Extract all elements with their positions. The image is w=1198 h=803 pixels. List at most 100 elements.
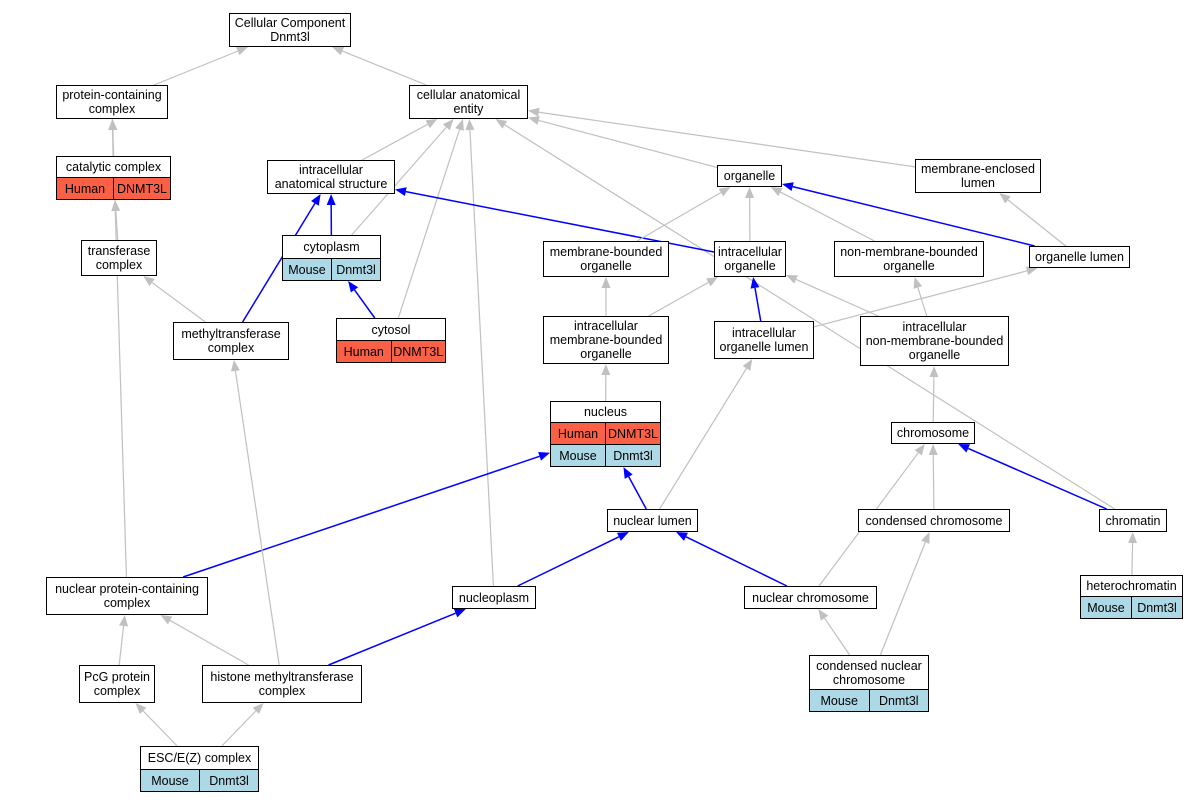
edge-arrowhead — [495, 119, 508, 129]
term-label-line: organelle — [580, 347, 632, 361]
species-cell: Human — [64, 181, 106, 196]
term-label-line: non-membrane-bounded — [840, 245, 978, 259]
edge-transferase-complex-to-catalytic-complex — [111, 200, 121, 241]
edge-condensed-nuclear-chromosome-to-condensed-chromosome — [879, 532, 930, 656]
edge-arrowhead — [914, 444, 925, 456]
edge-arrowhead — [913, 277, 923, 289]
term-node-chromatin[interactable]: chromatin — [1099, 509, 1167, 532]
edge-arrowhead — [718, 187, 731, 197]
edge-arrowhead — [999, 193, 1011, 204]
term-label-line: organelle — [580, 259, 632, 273]
edge-line — [153, 50, 238, 86]
term-label-line: entity — [453, 102, 484, 116]
term-label-line: nuclear protein-containing — [55, 582, 199, 596]
term-node-nucleoplasm[interactable]: nucleoplasm — [452, 586, 536, 609]
edge-arrowhead — [143, 276, 155, 287]
term-label-line: membrane-bounded — [549, 333, 663, 347]
term-node-chromosome[interactable]: chromosome — [891, 422, 975, 444]
term-label-line: condensed nuclear — [816, 658, 922, 673]
term-label: cytoplasm — [283, 236, 380, 258]
edge-arrowhead — [425, 119, 438, 129]
term-node-nuclear-lumen[interactable]: nuclear lumen — [607, 509, 698, 532]
edge-condensed-nuclear-chromosome-to-nuclear-chromosome — [818, 609, 851, 656]
gene-cell: Dnmt3l — [868, 690, 929, 711]
edge-nuclear-lumen-to-nucleus — [623, 467, 647, 510]
edge-line — [241, 203, 316, 323]
term-label-line: chromosome — [832, 672, 906, 687]
edge-line — [182, 455, 540, 578]
edge-heterochromatin-to-chromatin — [1128, 532, 1138, 576]
term-node-nuclear-chromosome[interactable]: nuclear chromosome — [744, 586, 877, 609]
edge-arrowhead — [1025, 266, 1038, 276]
term-node-condensed-chromosome[interactable]: condensed chromosome — [858, 509, 1010, 532]
edge-cytosol-to-cellular-anatomical-entity — [397, 119, 464, 319]
term-label-line: organelle — [883, 259, 935, 273]
term-label-line: complex — [258, 684, 306, 698]
term-label-line: nucleoplasm — [458, 590, 530, 605]
edge-arrowhead — [538, 452, 550, 461]
term-label-line: histone methyltransferase — [210, 670, 354, 684]
edge-intracellular-membrane-bounded-organelle-to-membrane-bounded-organelle — [601, 277, 611, 316]
edge-arrowhead — [745, 187, 755, 199]
edge-arrowhead — [742, 359, 753, 371]
term-label-line: intracellular — [902, 320, 967, 334]
species-cell: Mouse — [288, 262, 326, 277]
edge-cytoplasm-to-intracellular-anatomical-structure — [326, 194, 336, 236]
edge-protein-containing-complex-to-root — [153, 46, 248, 86]
species-cell: Mouse — [1087, 600, 1125, 615]
edge-nuclear-protein-containing-complex-to-protein-containing-complex — [108, 119, 128, 578]
edge-esc-e-z-complex-to-histone-methyltransferase-complex — [221, 703, 264, 747]
term-label-line: nuclear chromosome — [752, 590, 869, 605]
edge-line — [234, 370, 280, 666]
edge-intracellular-organelle-lumen-to-organelle-lumen — [813, 266, 1038, 328]
term-label-line: heterochromatin — [1086, 579, 1177, 593]
term-node-organelle[interactable]: organelle — [717, 165, 782, 187]
term-label: catalytic complex — [57, 157, 170, 177]
species-cell: Mouse — [151, 773, 189, 788]
edge-arrowhead — [921, 532, 930, 544]
term-label: cytosol — [337, 319, 445, 340]
term-label-line: Cellular Component — [234, 16, 346, 30]
edge-esc-e-z-complex-to-pcg-protein-complex — [135, 703, 178, 747]
term-label: heterochromatin — [1081, 576, 1182, 596]
term-label-line: organelle lumen — [719, 340, 809, 354]
edge-intracellular-membrane-bounded-organelle-to-intracellular-organelle — [648, 277, 718, 317]
edge-line — [504, 124, 1116, 510]
edge-condensed-chromosome-to-chromosome — [928, 444, 938, 510]
edge-line — [792, 185, 1035, 247]
edge-line — [351, 126, 447, 236]
term-node-organelle-lumen[interactable]: organelle lumen — [1029, 246, 1130, 268]
